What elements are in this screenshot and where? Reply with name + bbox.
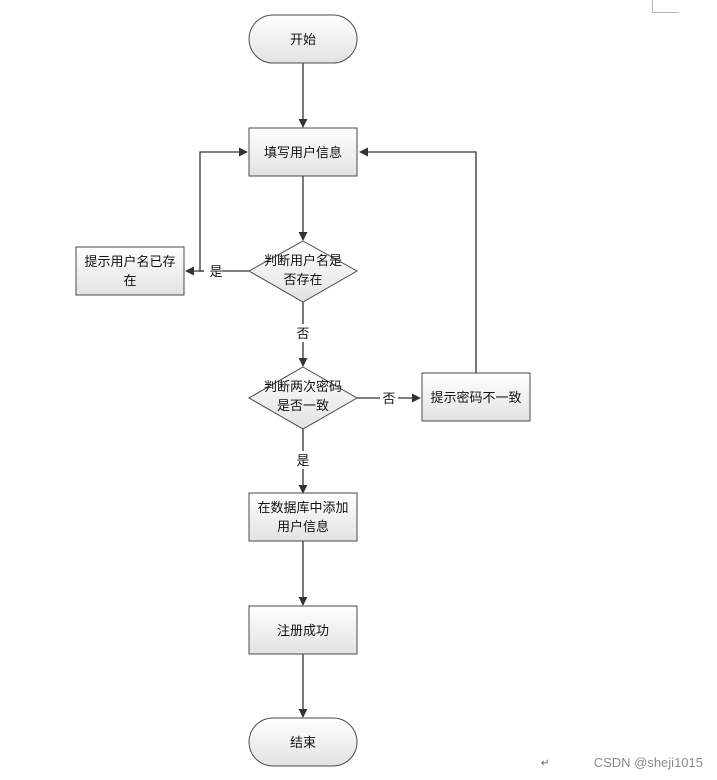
node-check-username-line2: 否存在	[283, 273, 322, 288]
node-register-success: 注册成功	[248, 605, 358, 655]
edge-label-username-no: 否	[296, 327, 309, 342]
node-username-exists-line1: 提示用户名已存	[84, 254, 175, 270]
node-fill-info: 填写用户信息	[248, 127, 358, 177]
node-check-username: 判断用户名是 否存在	[247, 240, 359, 303]
edge-label-username-yes: 是	[209, 265, 222, 280]
node-username-exists: 提示用户名已存 在	[75, 246, 185, 296]
page-corner-mark	[652, 0, 679, 13]
node-register-success-label: 注册成功	[277, 624, 329, 639]
node-check-password-line2: 是否一致	[277, 399, 329, 414]
node-add-db-line1: 在数据库中添加	[257, 500, 348, 516]
edge-label-password-yes: 是	[296, 454, 309, 469]
node-add-db: 在数据库中添加 用户信息	[248, 492, 358, 542]
node-add-db-line2: 用户信息	[277, 519, 329, 535]
node-start-label: 开始	[290, 33, 316, 48]
edge-label-password-no: 否	[382, 392, 395, 407]
node-check-password-line1: 判断两次密码	[264, 379, 342, 395]
node-end-label: 结束	[290, 736, 316, 751]
node-end: 结束	[248, 717, 358, 767]
edge-username-loop-back	[199, 147, 248, 272]
edge-mismatch-loop-back	[359, 147, 477, 373]
node-start: 开始	[248, 14, 358, 64]
node-check-password: 判断两次密码 是否一致	[247, 366, 359, 430]
paragraph-return-icon: ↵	[541, 758, 550, 769]
node-fill-info-label: 填写用户信息	[264, 145, 342, 161]
watermark: CSDN @sheji1015	[593, 755, 703, 770]
node-password-mismatch-label: 提示密码不一致	[430, 390, 521, 406]
node-check-username-line1: 判断用户名是	[264, 253, 342, 269]
node-username-exists-line2: 在	[123, 274, 136, 289]
node-password-mismatch: 提示密码不一致	[421, 372, 531, 422]
